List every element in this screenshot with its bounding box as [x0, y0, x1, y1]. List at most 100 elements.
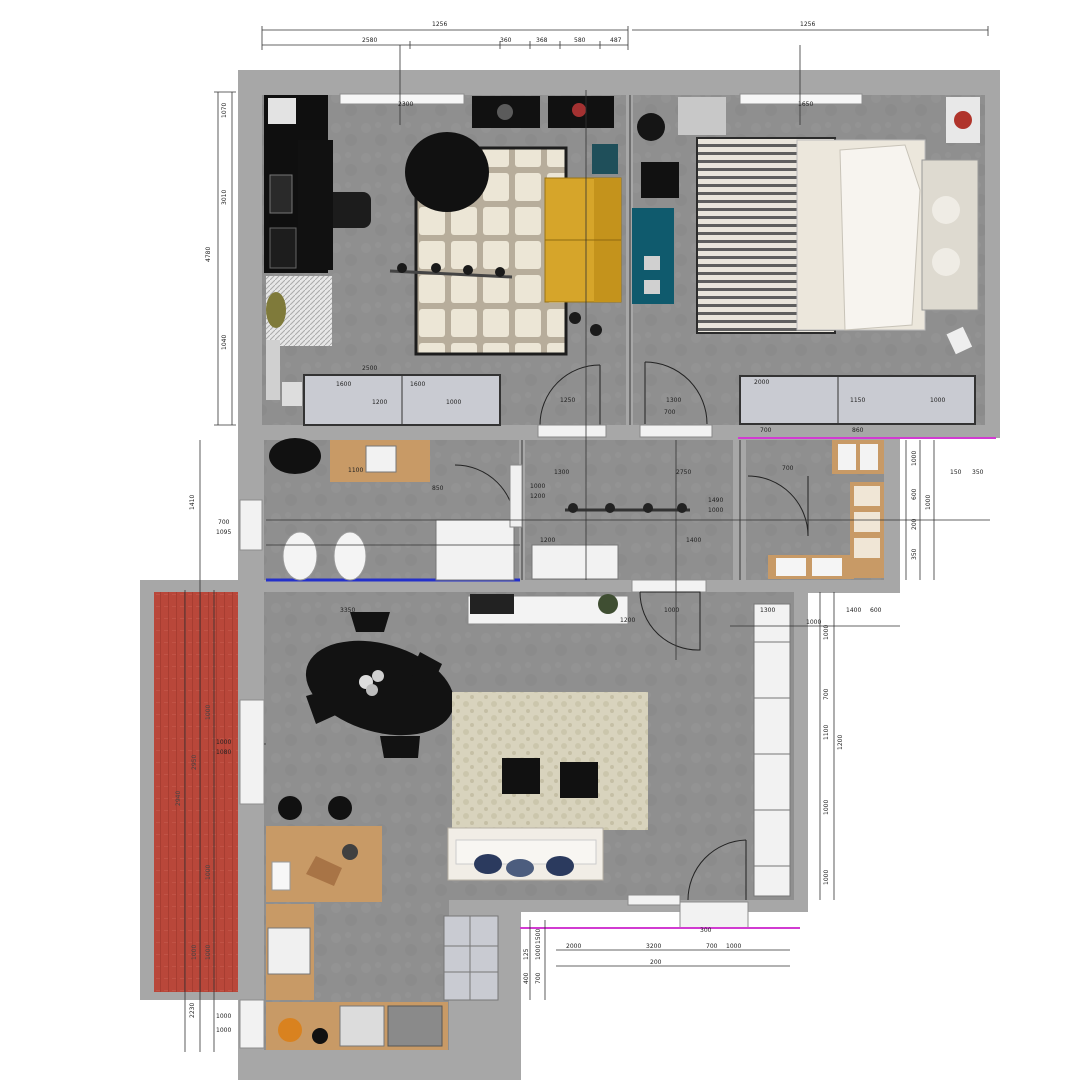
dim-top-3: 360	[500, 37, 512, 44]
dim-int-14: 850	[432, 485, 444, 492]
door-swing-entry	[687, 839, 747, 901]
window-bedroom	[739, 93, 863, 105]
dim-left-8: 1000	[216, 739, 231, 746]
dim-right-12: 1000	[823, 800, 830, 815]
dim-top-6: 487	[610, 37, 622, 44]
living-room	[305, 594, 791, 906]
dim-right-11: 1200	[837, 735, 844, 750]
dim-int-31: 600	[870, 607, 882, 614]
dim-int-15: 1000	[530, 483, 545, 490]
headboard	[921, 159, 979, 311]
dim-int-12: 1650	[798, 101, 813, 108]
window-bath	[239, 499, 263, 551]
dim-int-22: 1400	[686, 537, 701, 544]
dim-right-9: 700	[823, 688, 830, 700]
dim-top-2: 2580	[362, 37, 377, 44]
desk	[298, 140, 333, 270]
dim-int-27: 1000	[664, 607, 679, 614]
dim-int-2: 1600	[336, 381, 351, 388]
kitchen	[266, 796, 499, 1050]
dim-top-1: 1256	[432, 21, 447, 28]
dim-right-13: 1000	[823, 870, 830, 885]
hallway	[531, 503, 701, 651]
dim-int-4: 1200	[372, 399, 387, 406]
dim-left-12: 1000	[216, 1027, 231, 1034]
pouf-1	[502, 758, 540, 794]
dimension-labels: 1256 2580 360 368 580 487 1256 1070 3010…	[175, 21, 984, 1034]
window-living-bottom	[679, 901, 749, 929]
dim-terrace-1: 2940	[175, 791, 182, 806]
dim-int-1: 2500	[362, 365, 377, 372]
dim-int-9: 1150	[850, 397, 865, 404]
dim-left-9: 1080	[216, 749, 231, 756]
dim-left-5: 1410	[189, 495, 196, 510]
dim-int-16: 1200	[530, 493, 545, 500]
dim-int-3: 1600	[410, 381, 425, 388]
dim-int-7: 2000	[754, 379, 769, 386]
dim-left-3: 4780	[205, 247, 212, 262]
window-hall-bottom	[631, 579, 707, 593]
dim-int-28: 1200	[620, 617, 635, 624]
dim-bottom-10: 125	[523, 948, 530, 960]
dim-int-5: 1000	[446, 399, 461, 406]
kitchen-tall-units	[443, 915, 499, 1001]
pouf-2	[560, 762, 598, 798]
dim-right-7: 350	[911, 548, 918, 560]
window-living-1	[239, 699, 265, 805]
dim-int-26: 700	[760, 427, 772, 434]
dim-terrace-2: 2950	[191, 755, 198, 770]
window-living-2	[239, 999, 265, 1049]
door-swing-study	[539, 364, 601, 426]
dim-right-1: 150	[950, 469, 962, 476]
dim-left-4: 1040	[221, 335, 228, 350]
dim-bottom-7: 1000	[535, 945, 542, 960]
dim-int-32: 1000	[806, 619, 821, 626]
dim-bottom-6: 1500	[535, 929, 542, 944]
dim-top-7: 1256	[800, 21, 815, 28]
door-swing-hall	[639, 591, 701, 651]
hall-shoe-cabinet	[531, 544, 619, 580]
dim-right-3: 1000	[911, 451, 918, 466]
bean-bag	[405, 132, 489, 212]
office-chair	[333, 192, 371, 228]
dim-left-1: 1070	[221, 103, 228, 118]
dim-int-29: 1300	[760, 607, 775, 614]
living-cabinets	[753, 603, 791, 897]
dim-left-6: 700	[218, 519, 230, 526]
dim-bottom-5: 200	[650, 959, 662, 966]
dim-left-11: 1000	[216, 1013, 231, 1020]
dim-right-5: 200	[911, 518, 918, 530]
dim-int-21: 1200	[540, 537, 555, 544]
dim-int-6: 1250	[560, 397, 575, 404]
window-study	[339, 93, 465, 105]
door-swing-bedroom	[644, 361, 708, 425]
dim-right-2: 350	[972, 469, 984, 476]
living-rug	[452, 692, 648, 830]
toilet	[282, 531, 318, 581]
dim-int-11: 2300	[398, 101, 413, 108]
dim-int-25: 860	[852, 427, 864, 434]
dim-int-13: 1100	[348, 467, 363, 474]
dim-right-8: 1000	[823, 625, 830, 640]
dim-bottom-2: 3200	[646, 943, 661, 950]
dim-terrace-5: 1000	[191, 945, 198, 960]
dim-int-17: 1300	[554, 469, 569, 476]
dim-int-24: 700	[782, 465, 794, 472]
dim-bottom-11: 300	[700, 927, 712, 934]
laundry	[747, 440, 884, 579]
dim-terrace-4: 1000	[205, 865, 212, 880]
terrace	[154, 592, 238, 992]
dim-bottom-1: 2000	[566, 943, 581, 950]
dim-int-10: 1000	[930, 397, 945, 404]
dim-int-30: 1400	[846, 607, 861, 614]
dim-right-4: 600	[911, 488, 918, 500]
bedroom	[632, 97, 980, 438]
dim-top-5: 580	[574, 37, 586, 44]
bath-stool	[269, 438, 321, 474]
dim-left-2: 3010	[221, 190, 228, 205]
bathroom	[269, 438, 523, 581]
dim-terrace-3: 1000	[205, 705, 212, 720]
dim-int-20: 1000	[708, 507, 723, 514]
study-room	[264, 95, 622, 438]
